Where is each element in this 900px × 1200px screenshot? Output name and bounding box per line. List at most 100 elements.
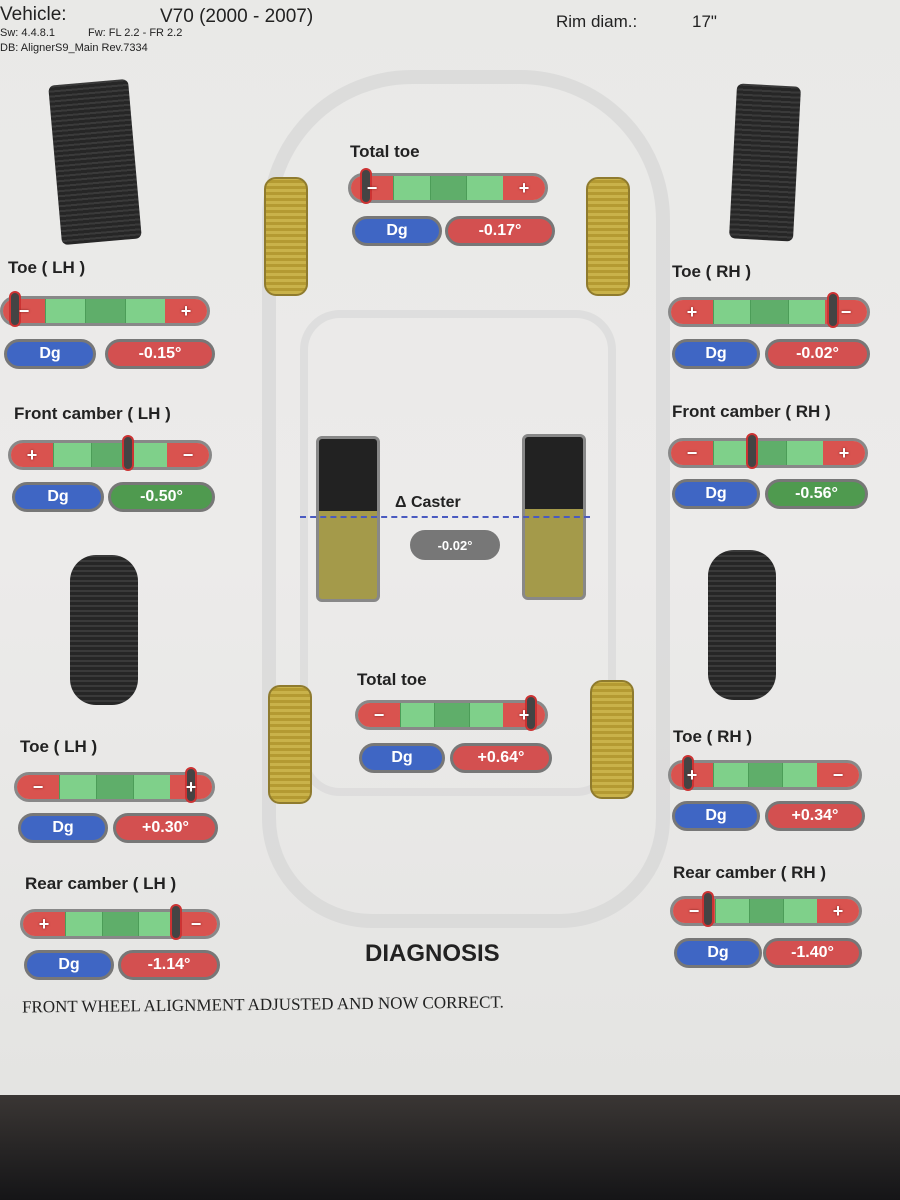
gauge-left-sign: +	[38, 913, 50, 934]
gauge-value: +0.30°	[113, 813, 218, 843]
gauge-segment	[393, 176, 430, 200]
gauge-segment	[749, 899, 783, 923]
gauge-bar: − +	[670, 891, 862, 927]
gauge-bar: + −	[20, 904, 220, 940]
gauge-left-sign: +	[686, 301, 698, 322]
gauge-segment	[747, 763, 783, 787]
gauge-left-sign: +	[26, 444, 38, 465]
gauge-value: -0.50°	[108, 482, 215, 512]
gauge-right-end: +	[165, 299, 207, 323]
rear-left-wheel-icon	[268, 685, 312, 804]
gauge-label: Toe ( RH )	[672, 262, 752, 281]
gauge-segment	[96, 775, 133, 799]
gauge-bar: − +	[14, 767, 215, 803]
gauge-right-sign: +	[518, 177, 530, 198]
rear-left-tire-image	[70, 555, 138, 705]
gauge-segment	[783, 899, 817, 923]
front-right-tire-image	[728, 83, 802, 242]
gauge-value: -1.14°	[118, 950, 220, 980]
gauge-segment	[429, 176, 467, 200]
gauge-right-end: −	[167, 443, 209, 467]
gauge-value: -0.56°	[765, 479, 868, 509]
unit-badge: Dg	[672, 479, 760, 509]
gauge-value: +0.64°	[450, 743, 552, 773]
gauge-segment	[468, 703, 503, 727]
gauge-segment	[713, 300, 751, 324]
gauge-label: Front camber ( LH )	[14, 404, 171, 423]
gauge-label: Toe ( LH )	[20, 737, 98, 756]
gauge-left-end: −	[671, 441, 713, 465]
gauge-right-sign: +	[185, 776, 197, 797]
gauge-value: -1.40°	[763, 938, 862, 968]
caster-reference-line	[300, 516, 590, 518]
gauge-segment	[713, 441, 750, 465]
vehicle-label: Vehicle:	[0, 4, 67, 25]
rim-diameter-value: 17"	[692, 12, 717, 31]
gauge-value: -0.15°	[105, 339, 215, 369]
unit-badge: Dg	[352, 216, 442, 246]
front-left-wheel-icon	[264, 177, 308, 296]
gauge-segment	[85, 299, 125, 323]
gauge-segment	[129, 443, 167, 467]
gauge-marker	[524, 695, 537, 731]
gauge-left-end: +	[671, 300, 713, 324]
gauge-left-sign: −	[366, 177, 378, 198]
gauge-left-end: −	[351, 176, 393, 200]
unit-badge: Dg	[12, 482, 104, 512]
gauge-marker	[169, 904, 182, 940]
unit-badge: Dg	[18, 813, 108, 843]
unit-badge: Dg	[674, 938, 762, 968]
database-version: DB: AlignerS9_Main Rev.7334	[0, 42, 148, 54]
gauge-right-end: +	[503, 176, 546, 200]
caster-left-tire-icon	[316, 436, 380, 602]
gauge-bar: − +	[355, 695, 548, 731]
gauge-right-end: +	[823, 441, 866, 465]
gauge-marker	[746, 433, 759, 469]
gauge-bar: − +	[0, 291, 210, 327]
gauge-right-end: −	[817, 763, 860, 787]
gauge-segment	[715, 899, 749, 923]
gauge-label: Toe ( LH )	[8, 258, 86, 277]
gauge-bar: − +	[668, 433, 868, 469]
front-left-tire-image	[48, 78, 142, 246]
gauge-value: +0.34°	[765, 801, 865, 831]
gauge-segment	[434, 703, 469, 727]
gauge-left-end: −	[17, 775, 59, 799]
gauge-label: Rear camber ( RH )	[673, 863, 827, 882]
gauge-segment	[787, 300, 825, 324]
caster-value: -0.02°	[410, 530, 500, 560]
rear-right-wheel-icon	[590, 680, 634, 799]
gauge-right-end: −	[175, 912, 218, 936]
vehicle-value: V70 (2000 - 2007)	[160, 6, 314, 27]
gauge-right-sign: +	[832, 900, 844, 921]
gauge-segment	[101, 912, 139, 936]
gauge-left-end: +	[11, 443, 53, 467]
gauge-label: Total toe	[357, 670, 427, 689]
firmware-version: Fw: FL 2.2 - FR 2.2	[88, 27, 183, 39]
gauge-bar: − +	[348, 168, 548, 204]
gauge-left-sign: −	[32, 776, 44, 797]
gauge-segment	[713, 763, 748, 787]
gauge-label: Total toe	[350, 142, 420, 161]
unit-badge: Dg	[672, 801, 760, 831]
gauge-left-sign: −	[18, 300, 30, 321]
gauge-right-end: +	[502, 703, 545, 727]
front-right-wheel-icon	[586, 177, 630, 296]
gauge-segment	[400, 703, 435, 727]
unit-badge: Dg	[672, 339, 760, 369]
gauge-marker	[826, 292, 839, 328]
gauge-segment	[133, 775, 170, 799]
diagnosis-title: DIAGNOSIS	[365, 940, 500, 967]
car-cabin-outline	[300, 310, 616, 796]
gauge-segment	[138, 912, 176, 936]
gauge-segment	[750, 300, 788, 324]
gauge-marker	[8, 291, 21, 327]
gauge-value: -0.17°	[445, 216, 555, 246]
rim-diameter-label: Rim diam.:	[556, 12, 638, 31]
gauge-marker	[681, 755, 694, 791]
gauge-right-sign: +	[518, 704, 530, 725]
gauge-segment	[65, 912, 102, 936]
gauge-segment	[125, 299, 165, 323]
gauge-segment	[786, 441, 824, 465]
gauge-left-end: +	[23, 912, 65, 936]
